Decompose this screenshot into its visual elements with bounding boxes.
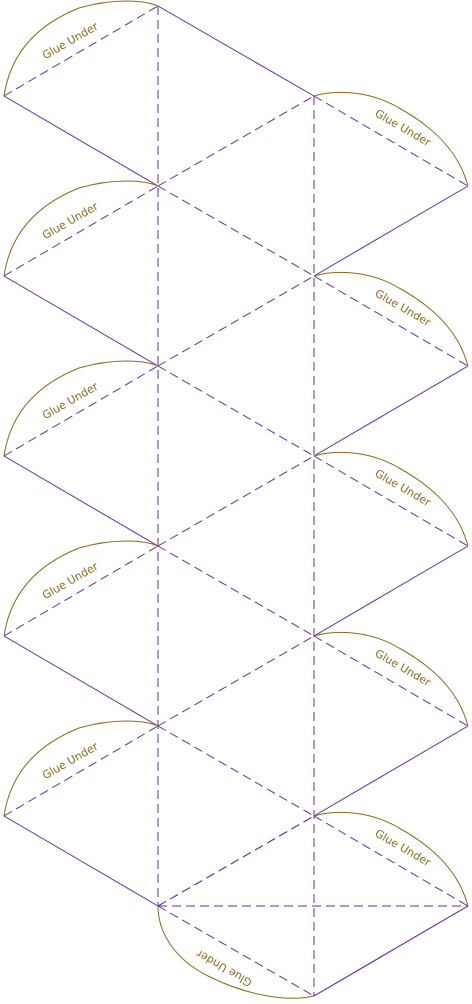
glue-tab-right bbox=[313, 631, 469, 727]
cut-line bbox=[157, 5, 315, 97]
glue-tab-label: Glue Under bbox=[373, 467, 434, 510]
fold-line bbox=[313, 635, 469, 727]
fold-line bbox=[313, 275, 469, 367]
glue-tab-label: Glue Under bbox=[373, 827, 434, 870]
glue-tab-label: Glue Under bbox=[40, 200, 101, 243]
fold-line bbox=[313, 95, 469, 187]
glue-tab-right bbox=[313, 451, 469, 547]
fold-line bbox=[3, 545, 159, 637]
fold-line bbox=[157, 455, 315, 547]
fold-line bbox=[157, 185, 315, 277]
fold-line bbox=[157, 635, 315, 727]
glue-tab-label: Glue Under bbox=[373, 107, 434, 150]
glue-tab-left bbox=[3, 360, 159, 457]
glue-tab-left bbox=[3, 0, 159, 97]
cut-line bbox=[3, 635, 159, 727]
glue-tab-label: Glue Under bbox=[40, 380, 101, 423]
glue-tab-right bbox=[313, 271, 469, 367]
cut-line bbox=[3, 815, 159, 907]
fold-line bbox=[157, 725, 315, 817]
fold-line bbox=[157, 275, 315, 367]
fold-line bbox=[313, 455, 469, 547]
glue-tab-left bbox=[3, 180, 159, 277]
fold-line bbox=[313, 815, 469, 907]
glue-tab-bottom bbox=[157, 905, 315, 999]
cut-line bbox=[313, 545, 469, 637]
fold-line bbox=[3, 185, 159, 277]
fold-line bbox=[157, 95, 315, 187]
cut-line bbox=[3, 455, 159, 547]
cut-line bbox=[313, 725, 469, 817]
glue-tab-left bbox=[3, 540, 159, 637]
fold-line bbox=[3, 725, 159, 817]
fold-line bbox=[157, 905, 315, 997]
face-lines bbox=[3, 5, 469, 997]
cut-line bbox=[3, 95, 159, 187]
glue-tab-label: Glue Under bbox=[373, 647, 434, 690]
fold-line bbox=[157, 365, 315, 457]
fold-line bbox=[3, 365, 159, 457]
glue-tab-label: Glue Under bbox=[40, 560, 101, 603]
glue-tab-label: Glue Under bbox=[40, 20, 101, 63]
glue-tab-label: Glue Under bbox=[40, 740, 101, 783]
cut-line bbox=[313, 365, 469, 457]
fold-line bbox=[157, 545, 315, 637]
fold-line bbox=[3, 5, 159, 97]
glue-tab-right bbox=[313, 91, 469, 187]
cut-line bbox=[313, 185, 469, 277]
fold-line bbox=[157, 815, 315, 907]
glue-tab-left bbox=[3, 720, 159, 817]
glue-tab-right bbox=[313, 811, 469, 907]
cut-line bbox=[3, 275, 159, 367]
cut-line bbox=[313, 905, 469, 997]
glue-tab-label: Glue Under bbox=[373, 287, 434, 330]
